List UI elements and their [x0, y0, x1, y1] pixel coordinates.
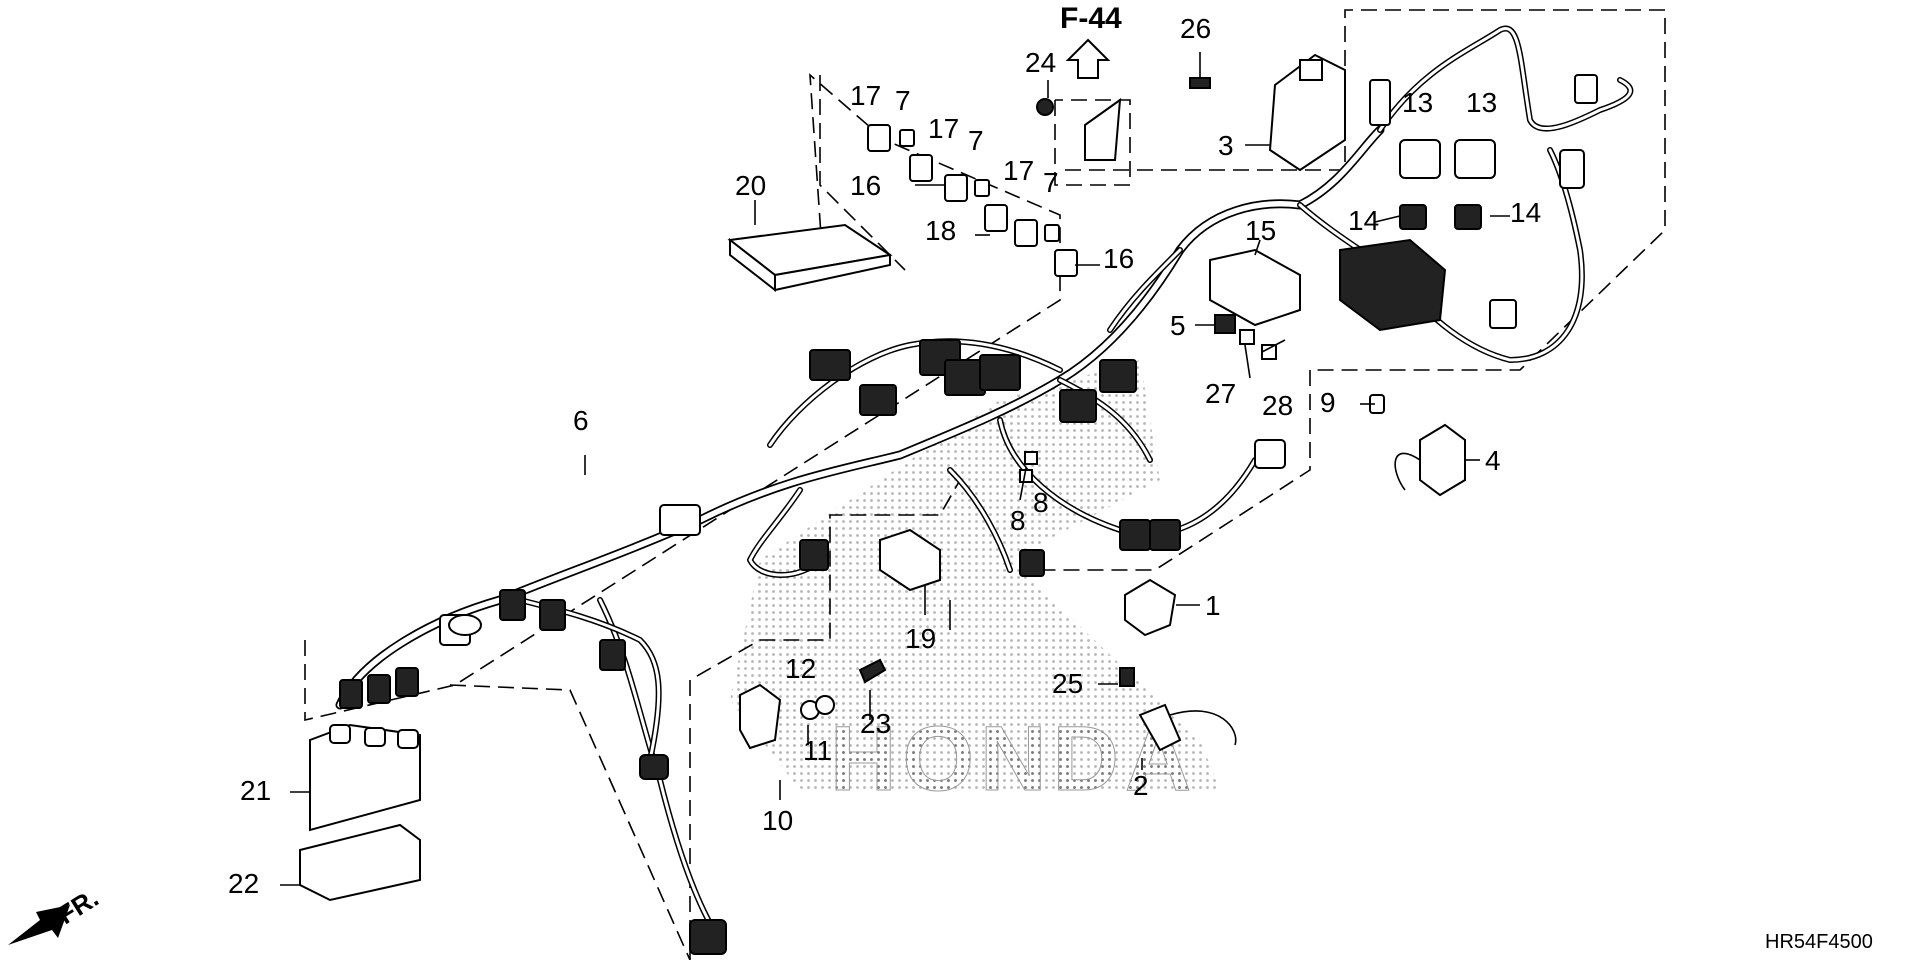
honda-watermark: HONDA — [730, 360, 1220, 811]
watermark-text: HONDA — [830, 708, 1197, 810]
callout-12: 12 — [785, 653, 816, 684]
callout-2: 2 — [1133, 770, 1149, 801]
callout-18: 18 — [925, 215, 956, 246]
callout-5: 5 — [1170, 310, 1186, 341]
callout-labels: 1 2 3 4 5 6 7 7 7 8 8 9 10 11 12 13 13 1… — [228, 13, 1541, 899]
callout-16b: 16 — [1103, 243, 1134, 274]
callout-13b: 13 — [1466, 87, 1497, 118]
callout-17c: 17 — [1003, 155, 1034, 186]
callout-9: 9 — [1320, 387, 1336, 418]
callout-17a: 17 — [850, 80, 881, 111]
callout-3: 3 — [1218, 130, 1234, 161]
callout-7a: 7 — [895, 85, 911, 116]
callout-11: 11 — [803, 735, 832, 766]
parts — [299, 53, 1496, 902]
callout-15: 15 — [1245, 215, 1276, 246]
callout-28: 28 — [1262, 390, 1293, 421]
callout-19: 19 — [905, 623, 936, 654]
callout-22: 22 — [228, 868, 259, 899]
callout-24: 24 — [1025, 47, 1056, 78]
front-direction-indicator: FR. — [8, 882, 104, 945]
callout-26: 26 — [1180, 13, 1211, 44]
callout-17b: 17 — [928, 113, 959, 144]
callout-8a: 8 — [1010, 505, 1026, 536]
callout-21: 21 — [240, 775, 271, 806]
callout-8b: 8 — [1033, 487, 1049, 518]
callout-25: 25 — [1052, 668, 1083, 699]
callout-16a: 16 — [850, 170, 881, 201]
callout-1: 1 — [1205, 590, 1221, 621]
callout-27: 27 — [1205, 378, 1236, 409]
callout-6: 6 — [573, 405, 589, 436]
callout-4: 4 — [1485, 445, 1501, 476]
callout-23: 23 — [860, 708, 891, 739]
callout-14a: 14 — [1348, 205, 1379, 236]
callout-14b: 14 — [1510, 197, 1541, 228]
harness-connectors — [339, 74, 1598, 955]
callout-7b: 7 — [968, 125, 984, 156]
callout-7c: 7 — [1043, 167, 1059, 198]
reference-label: F-44 — [1060, 2, 1122, 35]
diagram-code: HR54F4500 — [1765, 931, 1873, 953]
callout-20: 20 — [735, 170, 766, 201]
reference-arrow: F-44 — [1060, 2, 1122, 79]
leader-lines — [280, 52, 1510, 886]
callout-13a: 13 — [1402, 87, 1433, 118]
callout-10: 10 — [762, 805, 793, 836]
